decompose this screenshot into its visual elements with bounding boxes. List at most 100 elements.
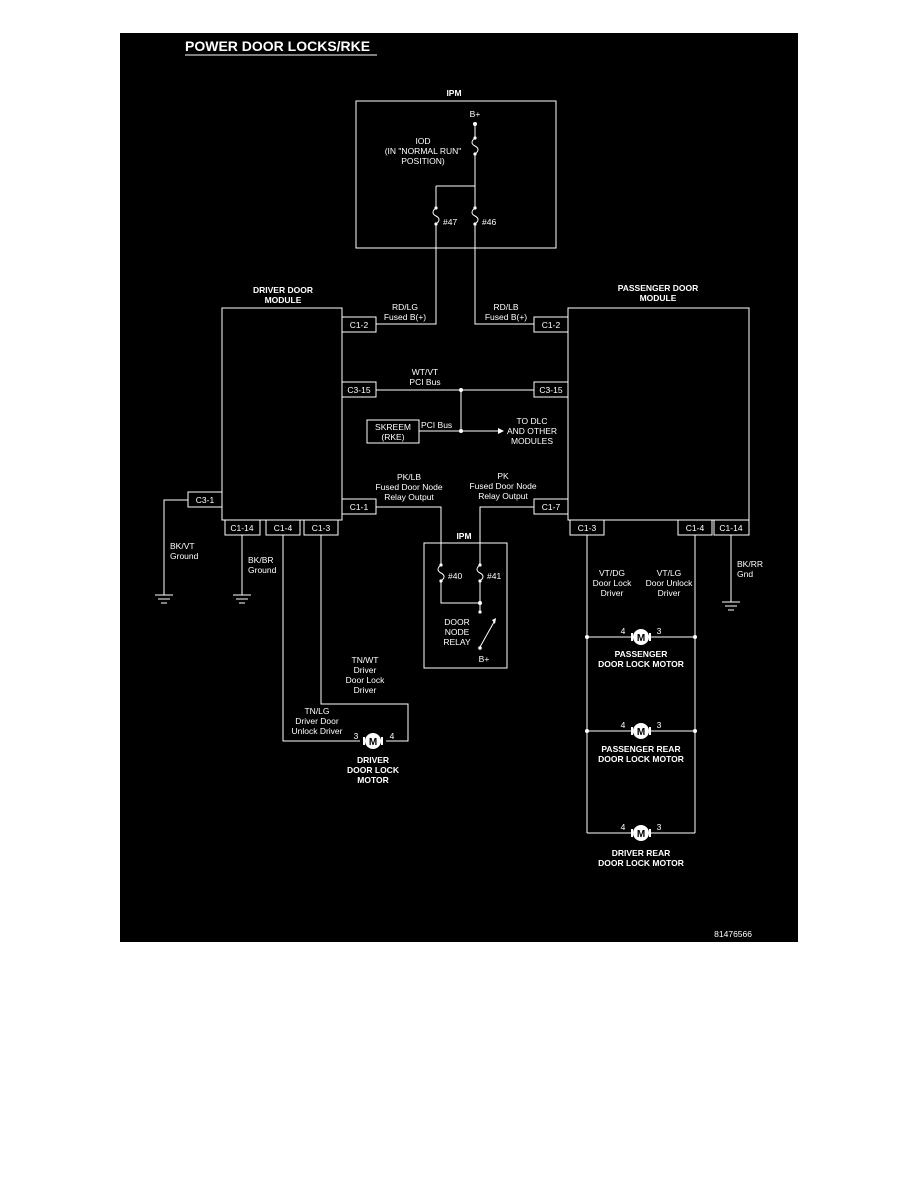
driver-c1-4-label: C1-4 (274, 523, 293, 533)
ground-icon (722, 601, 740, 611)
relay-output-wires: PK/LB Fused Door Node Relay Output PK Fu… (375, 471, 537, 565)
wire-pk-lb-label-1: PK/LB (397, 472, 421, 482)
figure-id: 81476566 (714, 929, 752, 939)
iod-label-2: (IN "NORMAL RUN" (385, 146, 462, 156)
wire-pk-lb (376, 506, 442, 565)
relay-label-1: DOOR (444, 617, 470, 627)
driver-module-title-2: MODULE (265, 295, 302, 305)
driver-lock-motor-circuit: TN/WT Driver Door Lock Driver TN/LG Driv… (282, 535, 409, 785)
fuse-47-label: #47 (443, 217, 457, 227)
driver-c3-15-label: C3-15 (347, 385, 370, 395)
wire-pk-label-3: Relay Output (478, 491, 528, 501)
fused-bplus-wires: RD/LG Fused B(+) RD/LB Fused B(+) (376, 248, 534, 325)
passenger-c1-4-label: C1-4 (686, 523, 705, 533)
pci-bus-label: PCI Bus (421, 420, 452, 430)
wire-vt-dg-label-3: Driver (601, 588, 624, 598)
fuse-40-label: #40 (448, 571, 462, 581)
diagram-background (120, 33, 798, 942)
to-dlc-label-2: AND OTHER (507, 426, 557, 436)
wire-vt-lg-label-2: Door Unlock (646, 578, 694, 588)
wire-vt-dg-label-1: VT/DG (599, 568, 625, 578)
wire-rd-lb (474, 248, 534, 325)
skreem-label-1: SKREEM (375, 422, 411, 432)
ipm-bottom: IPM #40 #41 DOOR NODE RELAY B+ (423, 531, 508, 669)
diagram-title: POWER DOOR LOCKS/RKE (185, 38, 370, 54)
wire-bk-rr-label-2: Gnd (737, 569, 753, 579)
wire-tn-lg-label-3: Unlock Driver (291, 726, 342, 736)
driver-rear-motor-label-1: DRIVER REAR (612, 848, 671, 858)
ground-icon (155, 594, 173, 604)
passenger-rear-motor-pin-4: 4 (621, 720, 626, 730)
passenger-rear-splice-left (585, 729, 589, 733)
wire-tn-lg-label-2: Driver Door (295, 716, 339, 726)
fuse-40-icon (437, 564, 445, 582)
passenger-c1-2-label: C1-2 (542, 320, 561, 330)
wire-wt-vt-label-1: WT/VT (412, 367, 438, 377)
wire-pk-lb-label-2: Fused Door Node (375, 482, 442, 492)
relay-switch-arrow-icon (492, 618, 496, 624)
motor-symbol: M (637, 633, 645, 644)
motor-icon: M (631, 825, 651, 841)
passenger-module-box (567, 307, 750, 521)
wire-bk-vt (163, 499, 188, 595)
wire-pk-label-2: Fused Door Node (469, 481, 536, 491)
passenger-motor-label-2: DOOR LOCK MOTOR (598, 659, 684, 669)
iod-label-3: POSITION) (401, 156, 445, 166)
fuse-41-label: #41 (487, 571, 501, 581)
wire-tn-wt-label-1: TN/WT (352, 655, 379, 665)
passenger-motor-splice-right (693, 635, 697, 639)
motor-symbol: M (637, 829, 645, 840)
passenger-c1-3-label: C1-3 (578, 523, 597, 533)
fuse-46-label: #46 (482, 217, 496, 227)
driver-motor-pin-4: 4 (390, 731, 395, 741)
driver-motor-label-2: DOOR LOCK (347, 765, 400, 775)
relay-label-2: NODE (445, 627, 470, 637)
wire-bk-vt-label-1: BK/VT (170, 541, 195, 551)
driver-c1-2-label: C1-2 (350, 320, 369, 330)
wire-pk (479, 506, 534, 565)
wire-vt-lg-label-3: Driver (658, 588, 681, 598)
relay-contact-fixed (478, 610, 482, 614)
iod-terminal-top (473, 136, 477, 140)
passenger-rear-splice-right (693, 729, 697, 733)
driver-motor-label-3: MOTOR (357, 775, 388, 785)
wire-tn-wt-label-2: Driver (354, 665, 377, 675)
driver-module-title-1: DRIVER DOOR (253, 285, 313, 295)
passenger-motor-pin-3: 3 (657, 626, 662, 636)
wire-bk-br-label-1: BK/BR (248, 555, 274, 565)
pci-bus: WT/VT PCI Bus SKREEM (RKE) PCI Bus TO DL… (366, 367, 557, 446)
passenger-module-title-2: MODULE (640, 293, 677, 303)
fuse-47-icon (432, 207, 440, 225)
wire-pk-label-1: PK (497, 471, 509, 481)
to-dlc-label-3: MODULES (511, 436, 553, 446)
passenger-lock-motor-ladder: VT/DG Door Lock Driver VT/LG Door Unlock… (585, 535, 697, 868)
driver-c3-1-label: C3-1 (196, 495, 215, 505)
wire-bk-rr-label-1: BK/RR (737, 559, 763, 569)
wire-rd-lg (376, 248, 437, 325)
driver-rear-motor-pin-3: 3 (657, 822, 662, 832)
ipm-top-bplus: B+ (470, 109, 481, 119)
passenger-rear-motor-label-2: DOOR LOCK MOTOR (598, 754, 684, 764)
passenger-motor-label-1: PASSENGER (615, 649, 668, 659)
driver-c1-3-label: C1-3 (312, 523, 331, 533)
passenger-motor-pin-4: 4 (621, 626, 626, 636)
ground-icon (233, 594, 251, 604)
arrow-icon (498, 428, 504, 434)
wire-bk-br-label-2: Ground (248, 565, 277, 575)
ipm-bottom-box (423, 542, 508, 669)
wire-tn-wt (320, 535, 409, 742)
driver-motor-label-1: DRIVER (357, 755, 389, 765)
driver-rear-motor-label-2: DOOR LOCK MOTOR (598, 858, 684, 868)
motor-icon: M (363, 733, 383, 749)
wire-rd-lg-label-2: Fused B(+) (384, 312, 426, 322)
relay-switch-blade (479, 621, 495, 648)
wire-rd-lb-label-1: RD/LB (493, 302, 518, 312)
driver-motor-pin-3: 3 (354, 731, 359, 741)
wire-tn-lg-label-1: TN/LG (304, 706, 329, 716)
ipm-top-title: IPM (446, 88, 461, 98)
passenger-c1-14-label: C1-14 (719, 523, 742, 533)
relay-label-3: RELAY (443, 637, 471, 647)
wire-tn-wt-label-4: Driver (354, 685, 377, 695)
passenger-rear-motor-pin-3: 3 (657, 720, 662, 730)
fuse-join-bus (440, 581, 481, 604)
